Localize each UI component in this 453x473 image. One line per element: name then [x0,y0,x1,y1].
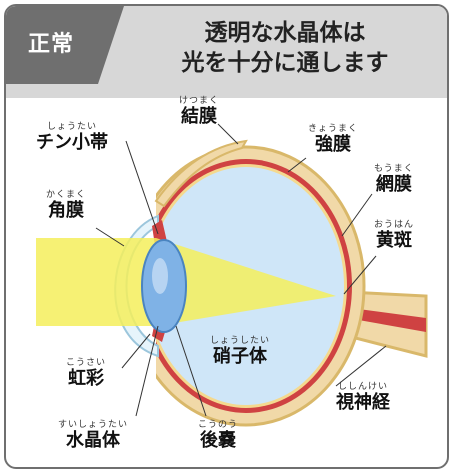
leader-kakumaku [95,227,125,247]
label-ohan: おうはん 黄斑 [374,220,415,251]
label-kyomaku: きょうまく 強膜 [308,124,359,155]
leader-ohan [343,255,377,295]
label-shoshitai: しょうしたい 硝子体 [210,336,271,367]
conjunctiva [154,139,248,208]
leader-kosai [121,333,151,369]
label-shishinkei: ししんけい 視神経 [336,382,390,413]
leader-kyomaku [287,157,307,173]
badge-shape [6,6,124,84]
leader-konou [175,325,207,417]
diagram-card: 正常 透明な水晶体は 光を十分に通します [4,4,449,469]
eye-cross-section [36,123,428,427]
label-chinshotai: しょうたい チン小帯 [36,122,108,153]
title-line-1: 透明な水晶体は [204,20,366,46]
label-suishotai: すいしょうたい 水晶体 [58,420,129,451]
normal-badge: 正常 [28,32,75,57]
leader-momaku [341,193,373,237]
leader-ketsumaku [217,123,239,145]
title-line-2: 光を十分に通します [181,50,389,76]
header-band: 正常 透明な水晶体は 光を十分に通します [6,6,447,98]
lens-highlight [152,258,168,294]
label-konou: こうのう 後嚢 [198,420,239,451]
label-momaku: もうまく 網膜 [374,164,414,195]
diagram-title: 透明な水晶体は 光を十分に通します [126,18,444,78]
leader-suishotai [135,325,159,417]
leader-zonule [125,140,159,235]
label-kakumaku: かくまく 角膜 [46,190,87,221]
label-kosai: こうさい 虹彩 [66,358,107,389]
label-ketsumaku: けつまく 結膜 [179,96,220,127]
leader-shishinkei [335,345,387,387]
